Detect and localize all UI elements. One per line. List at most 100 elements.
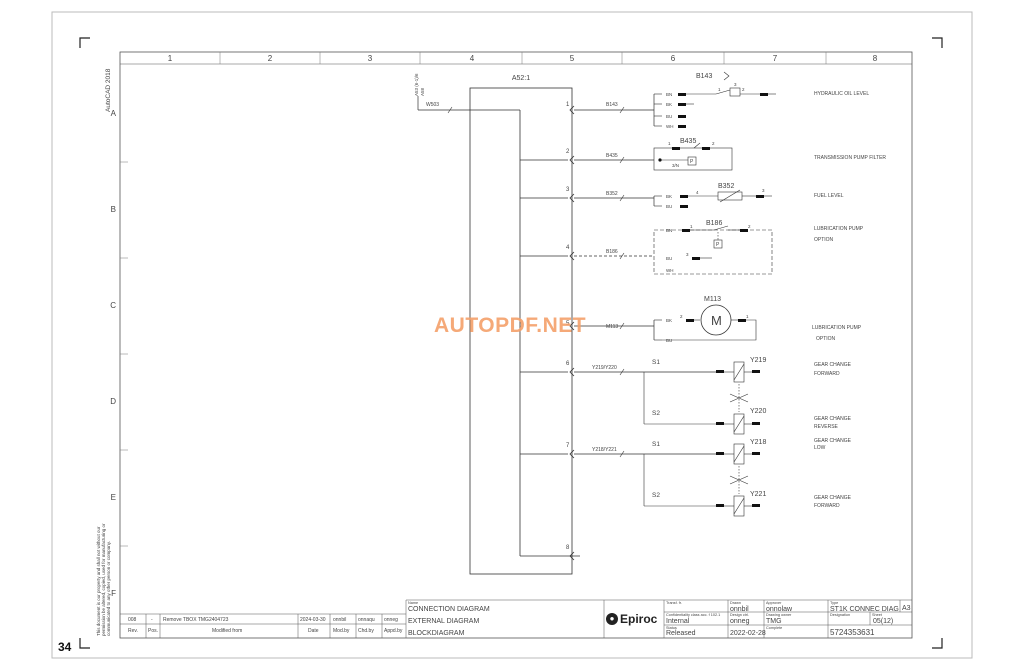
col-label: 2 <box>268 54 273 63</box>
pos-value: - <box>151 617 153 623</box>
type-label: Type <box>830 601 838 605</box>
date-value: 2024-03-30 <box>300 617 326 623</box>
component-desc: REVERSE <box>814 424 839 430</box>
wire-label: B352 <box>606 191 618 197</box>
switch-label: S2 <box>652 492 660 499</box>
pin-number: 5 <box>566 321 570 327</box>
component-desc: TRANSMISSION PUMP FILTER <box>814 155 886 161</box>
col-label: 8 <box>873 54 878 63</box>
wire-color: BK <box>666 102 672 107</box>
component-m113: BK BU M M113 2 1 LUBRICATION PUMP OPTION <box>653 296 862 343</box>
crop-marks <box>79 37 943 649</box>
wire-color: BK <box>666 194 672 199</box>
pin-number: 2 <box>566 149 570 155</box>
pin-number: 3 <box>566 187 570 193</box>
pos-header: Pos. <box>148 628 158 634</box>
logo-mark-icon: ● <box>606 613 618 625</box>
pin-number: 1 <box>668 141 671 146</box>
wire-label: M113 <box>606 324 618 330</box>
component-desc: FUEL LEVEL <box>814 193 844 199</box>
mod-value: Remove TBOX TMG2404723 <box>163 617 229 623</box>
pin-number: 3 <box>686 252 689 257</box>
component-desc: FORWARD <box>814 371 840 377</box>
row-label: E <box>111 493 116 502</box>
page-number: 34 <box>58 640 72 654</box>
approver-label: Approver <box>766 601 782 605</box>
component-name: Y218 <box>750 439 766 446</box>
component-name: B186 <box>706 220 722 227</box>
conf-label: Confidentiality class acc. f 102.1 <box>666 613 720 617</box>
appdby-value: onneg <box>384 617 398 623</box>
component-desc: GEAR CHANGE <box>814 495 852 501</box>
title-block <box>406 599 912 638</box>
status-label: Status <box>666 626 677 630</box>
size-value: A3 <box>902 605 911 612</box>
component-name: M113 <box>704 296 721 303</box>
wire-label: Y218/Y221 <box>592 447 617 453</box>
component-b435: P B435 1 2 3/N TRANSMISSION PUMP FILTER <box>653 138 886 171</box>
pin-number: 2 <box>712 141 715 146</box>
col-label: 6 <box>671 54 676 63</box>
switch-label: S1 <box>652 441 660 448</box>
col-label: 1 <box>168 54 173 63</box>
component-desc: GEAR CHANGE <box>814 362 852 368</box>
col-label: 5 <box>570 54 575 63</box>
row-label: F <box>111 589 116 598</box>
rev-header: Rev. <box>128 628 138 634</box>
title-line: BLOCKDIAGRAM <box>408 630 465 637</box>
wire-color: BN <box>666 92 672 97</box>
pin-number: 8 <box>566 545 570 551</box>
row-label: A <box>111 109 117 118</box>
module-ref: A53 (6-1)/6 <box>414 73 419 96</box>
wire-w503: W503 <box>426 102 439 108</box>
wire-color: BK <box>666 318 672 323</box>
date-header: Date <box>308 628 319 634</box>
component-name: Y221 <box>750 491 766 498</box>
wire-color: WH <box>666 268 674 273</box>
component-desc: OPTION <box>816 336 836 342</box>
component-desc: LUBRICATION PUMP <box>812 325 862 331</box>
chdby-header: Chd.by <box>358 628 374 634</box>
date-value: 2022-02-28 <box>730 630 766 637</box>
drawing-frame <box>119 51 913 639</box>
component-desc: LUBRICATION PUMP <box>814 226 864 232</box>
component-name: B352 <box>718 183 734 190</box>
valve-connectors <box>716 370 760 507</box>
switch-symbol: P <box>690 159 694 165</box>
component-desc: GEAR CHANGE <box>814 416 852 422</box>
epiroc-logo: ● Epiroc <box>606 609 662 629</box>
design-value: onneg <box>730 618 750 625</box>
component-name: B143 <box>696 73 712 80</box>
name-label: Name <box>408 601 418 605</box>
switch-label: S1 <box>652 359 660 366</box>
drawing-owner-label: Drawing owner <box>766 613 792 617</box>
wire-label: Y219/Y220 <box>592 365 617 371</box>
rev-value: 008 <box>128 617 137 623</box>
approver-value: onnolaw <box>766 606 793 613</box>
copyright-line: communicated to any other person or comp… <box>106 541 111 636</box>
component-b352: BK BU B352 4 3 FUEL LEVEL <box>653 183 844 209</box>
logo-text: Epiroc <box>620 612 658 626</box>
wire-color: BU <box>666 256 672 261</box>
copyright-line: This document is our property and shall … <box>96 526 101 636</box>
copyright-note: This document is our property and shall … <box>96 523 111 636</box>
pin-number: 1 <box>718 87 721 92</box>
pin-number: 2 <box>742 87 745 92</box>
pin-number: 3 <box>734 82 737 87</box>
title-line: CONNECTION DIAGRAM <box>408 606 490 613</box>
pin-number: 1 <box>690 224 693 229</box>
status-value: Released <box>666 630 696 637</box>
pin-number: 6 <box>566 361 570 367</box>
component-b143: BN BK BU WH B143 1 2 3 HYDRAULIC OIL LEV… <box>653 71 869 129</box>
component-desc: OPTION <box>814 237 834 243</box>
wire-slashes <box>447 106 625 458</box>
watermark: AUTOPDF.NET <box>434 314 587 337</box>
pin-number: 1 <box>746 314 749 319</box>
component-desc: FORWARD <box>814 503 840 509</box>
pin-number: 3 <box>762 188 765 193</box>
chdby-value: onnaqu <box>358 617 375 623</box>
drawing-owner-value: TMG <box>766 618 782 625</box>
component-b186: BN BU WH P B186 1 2 3 LUBRICATION PUMP O… <box>653 220 864 275</box>
page-border <box>51 11 973 659</box>
